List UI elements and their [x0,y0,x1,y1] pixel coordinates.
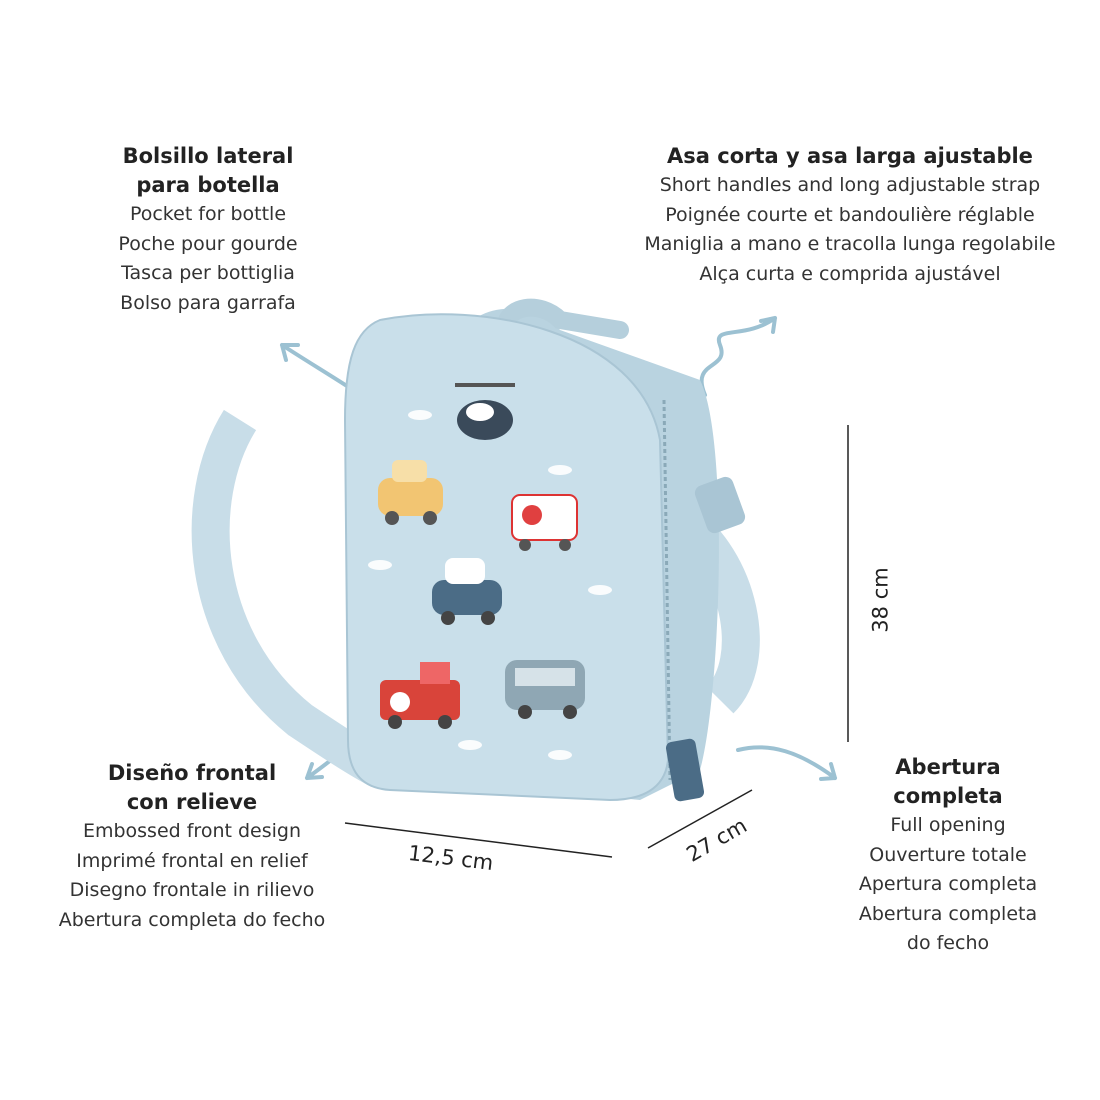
clouds [368,410,612,760]
feature-title: Asa corta y asa larga ajustable [667,144,1033,168]
feature-line: Imprimé frontal en relief [76,849,308,872]
feature-line: Alça curta e comprida ajustável [699,262,1001,285]
arrow-top-right [699,316,777,397]
vehicle-helicopter [455,383,515,440]
vehicle-fire-truck [380,662,460,729]
feature-line: Apertura completa [858,873,1038,895]
feature-line: Abertura completa [858,902,1038,925]
feature-line: Tasca per bottiglia [121,262,295,284]
vehicle-police-car [432,558,502,625]
arrow-top-left [280,343,352,390]
dimension-height-label: 38 cm [868,567,893,633]
feature-line: Embossed front design [82,820,302,842]
feature-handles-strap: Asa corta y asa larga ajustable Short ha… [644,142,1055,289]
zipper-pull-charm [665,738,705,802]
feature-side-pocket: Bolsillo lateral para botella Pocket for… [118,142,297,318]
feature-title: Abertura [895,755,1001,779]
feature-title: completa [893,784,1003,808]
feature-title: Diseño frontal [107,761,277,785]
strap-buckle [694,476,746,534]
feature-line: Ouverture totale [869,843,1027,866]
arrow-bottom-right [736,745,837,781]
arrows [280,316,837,781]
feature-line: Pocket for bottle [129,203,287,225]
vehicle-taxi [378,460,443,525]
zipper [662,399,672,781]
feature-line: do fecho [906,932,990,954]
vehicle-ambulance [511,494,578,551]
feature-line: Short handles and long adjustable strap [659,174,1041,196]
feature-full-opening: Abertura completa Full opening Ouverture… [859,753,1037,959]
feature-embossed-front: Diseño frontal con relieve Embossed fron… [59,759,326,935]
dimension-lines [344,425,849,858]
feature-line: Maniglia a mano e tracolla lunga regolab… [644,233,1056,255]
feature-line: Poignée courte et bandoulière réglable [665,203,1035,226]
feature-line: Full opening [890,814,1006,836]
feature-title: Bolsillo lateral [122,144,294,168]
feature-title: con relieve [126,790,258,814]
feature-title: para botella [136,173,280,197]
feature-line: Abertura completa do fecho [58,908,326,931]
width-line [344,822,613,858]
vehicle-bus [505,660,585,719]
lunch-bag [191,298,760,802]
feature-line: Bolso para garrafa [120,291,296,314]
feature-line: Poche pour gourde [118,232,298,255]
depth-line [647,789,753,849]
feature-line: Disegno frontale in rilievo [69,879,315,901]
